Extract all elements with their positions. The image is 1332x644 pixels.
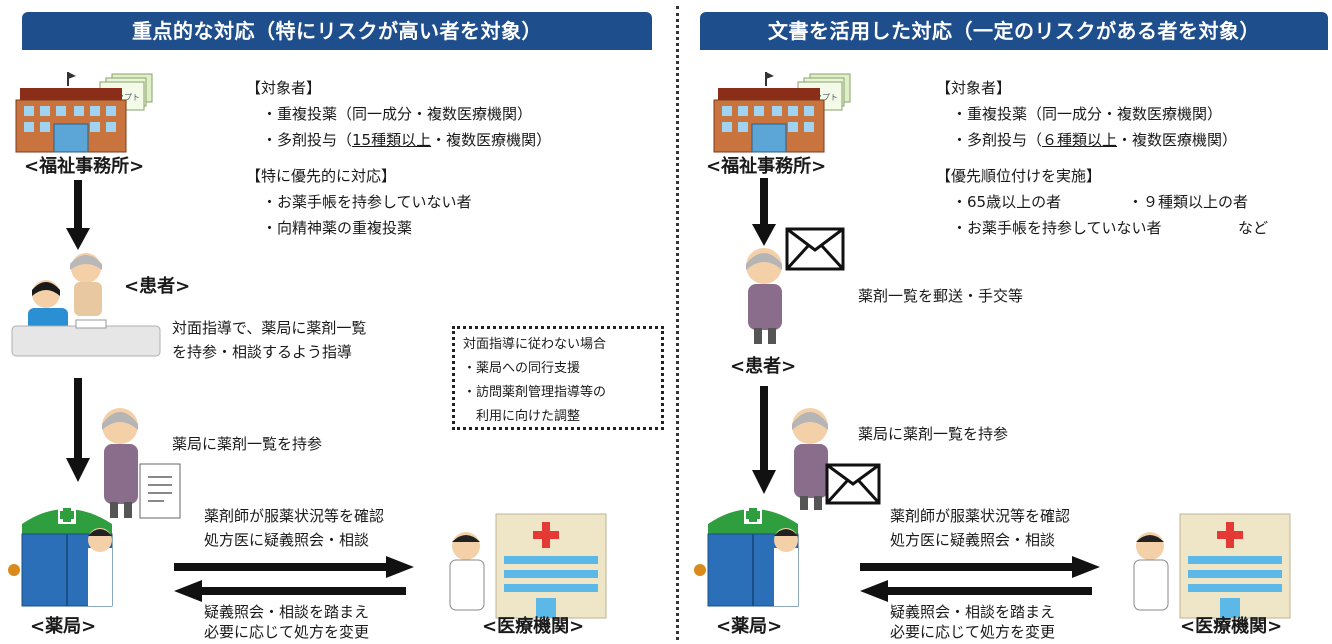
right-pharmacy-label: <薬局>	[716, 616, 783, 637]
right-elderly-person-icon	[792, 408, 828, 510]
left-guidance-line-1: 対面指導で、薬局に薬剤一覧	[172, 319, 367, 337]
right-patient-label: <患者>	[730, 356, 797, 377]
left-priority-item-2: ・向精神薬の重複投薬	[262, 219, 413, 237]
left-hospital-icon	[449, 513, 607, 619]
left-medical-label: <医療機関>	[482, 616, 585, 637]
right-target-item-2: ・多剤投与（６種類以上・複数医療機関）	[952, 131, 1238, 149]
left-guidance-line-2: を持参・相談するよう指導	[172, 343, 353, 361]
left-target-item-1: ・重複投薬（同一成分・複数医療機関）	[262, 105, 533, 123]
right-priority-row2-a: ・お薬手帳を持参していない者	[952, 219, 1162, 237]
right-arrow-left	[860, 580, 1092, 602]
right-pharmacy-icon	[694, 506, 799, 607]
right-envelope-icon-2	[825, 463, 881, 505]
right-arrow-left-line-1: 疑義照会・相談を踏まえ	[890, 603, 1056, 621]
right-priority-row1-b: ・９種類以上の者	[1128, 193, 1249, 211]
left-patient-label: <患者>	[124, 276, 191, 297]
welfare-office-icon: レセプト	[15, 72, 153, 153]
right-down-arrow-2	[752, 386, 776, 494]
right-welfare-label: <福祉事務所>	[706, 156, 827, 177]
right-priority-row1-a: ・65歳以上の者	[952, 193, 1062, 211]
right-mail-text: 薬剤一覧を郵送・手交等	[858, 287, 1024, 305]
left-welfare-label: <福祉事務所>	[24, 156, 145, 177]
right-arrow-right-line-2: 処方医に疑義照会・相談	[890, 531, 1056, 549]
left-down-arrow-1	[66, 180, 90, 250]
note-line-2: ・薬局への同行支援	[463, 361, 581, 376]
right-hospital-icon	[1133, 513, 1291, 619]
left-target-title: 【対象者】	[246, 79, 322, 97]
patient-consultation-illustration	[11, 253, 161, 357]
right-down-arrow-1	[752, 178, 776, 246]
left-arrow-right-line-2: 処方医に疑義照会・相談	[204, 531, 370, 549]
left-arrow-right	[174, 556, 414, 578]
left-bring-text: 薬局に薬剤一覧を持参	[172, 435, 323, 453]
right-bring-text: 薬局に薬剤一覧を持参	[858, 425, 1009, 443]
right-header: 文書を活用した対応（一定のリスクがある者を対象）	[700, 12, 1328, 50]
right-medical-label: <医療機関>	[1180, 616, 1283, 637]
envelope-icon	[785, 227, 845, 271]
receipt-text: レセプト	[108, 93, 140, 102]
right-arrow-right-line-1: 薬剤師が服薬状況等を確認	[890, 507, 1071, 525]
left-header: 重点的な対応（特にリスクが高い者を対象）	[22, 12, 652, 50]
left-priority-title: 【特に優先的に対応】	[246, 167, 397, 185]
left-elderly-person-icon	[102, 408, 181, 519]
right-patient-icon	[746, 248, 782, 344]
right-arrow-right	[860, 556, 1100, 578]
right-target-item-1: ・重複投薬（同一成分・複数医療機関）	[952, 105, 1223, 123]
left-arrow-left-line-2: 必要に応じて処方を変更	[204, 623, 370, 641]
right-priority-row2-b: など	[1238, 219, 1269, 237]
right-target-title: 【対象者】	[936, 79, 1012, 97]
non-compliance-note-box: 対面指導に従わない場合 ・薬局への同行支援 ・訪問薬剤管理指導等の 利用に向けた…	[452, 326, 664, 430]
left-priority-item-1: ・お薬手帳を持参していない者	[262, 193, 472, 211]
left-target-item-2: ・多剤投与（15種類以上・複数医療機関）	[262, 131, 552, 149]
left-arrow-left	[174, 580, 406, 602]
right-arrow-left-line-2: 必要に応じて処方を変更	[890, 623, 1056, 641]
left-pharmacy-icon	[8, 506, 113, 607]
note-line-1: 対面指導に従わない場合	[463, 337, 607, 352]
left-arrow-right-line-1: 薬剤師が服薬状況等を確認	[204, 507, 385, 525]
center-divider	[676, 6, 679, 640]
right-receipt-text: レセプト	[806, 93, 838, 102]
right-welfare-office-icon: レセプト	[713, 72, 851, 153]
left-arrow-left-line-1: 疑義照会・相談を踏まえ	[204, 603, 370, 621]
note-line-3: ・訪問薬剤管理指導等の	[463, 385, 607, 400]
right-priority-title: 【優先順位付けを実施】	[936, 167, 1102, 185]
note-line-4: 利用に向けた調整	[463, 409, 581, 424]
left-down-arrow-2	[66, 378, 90, 482]
left-pharmacy-label: <薬局>	[30, 616, 97, 637]
